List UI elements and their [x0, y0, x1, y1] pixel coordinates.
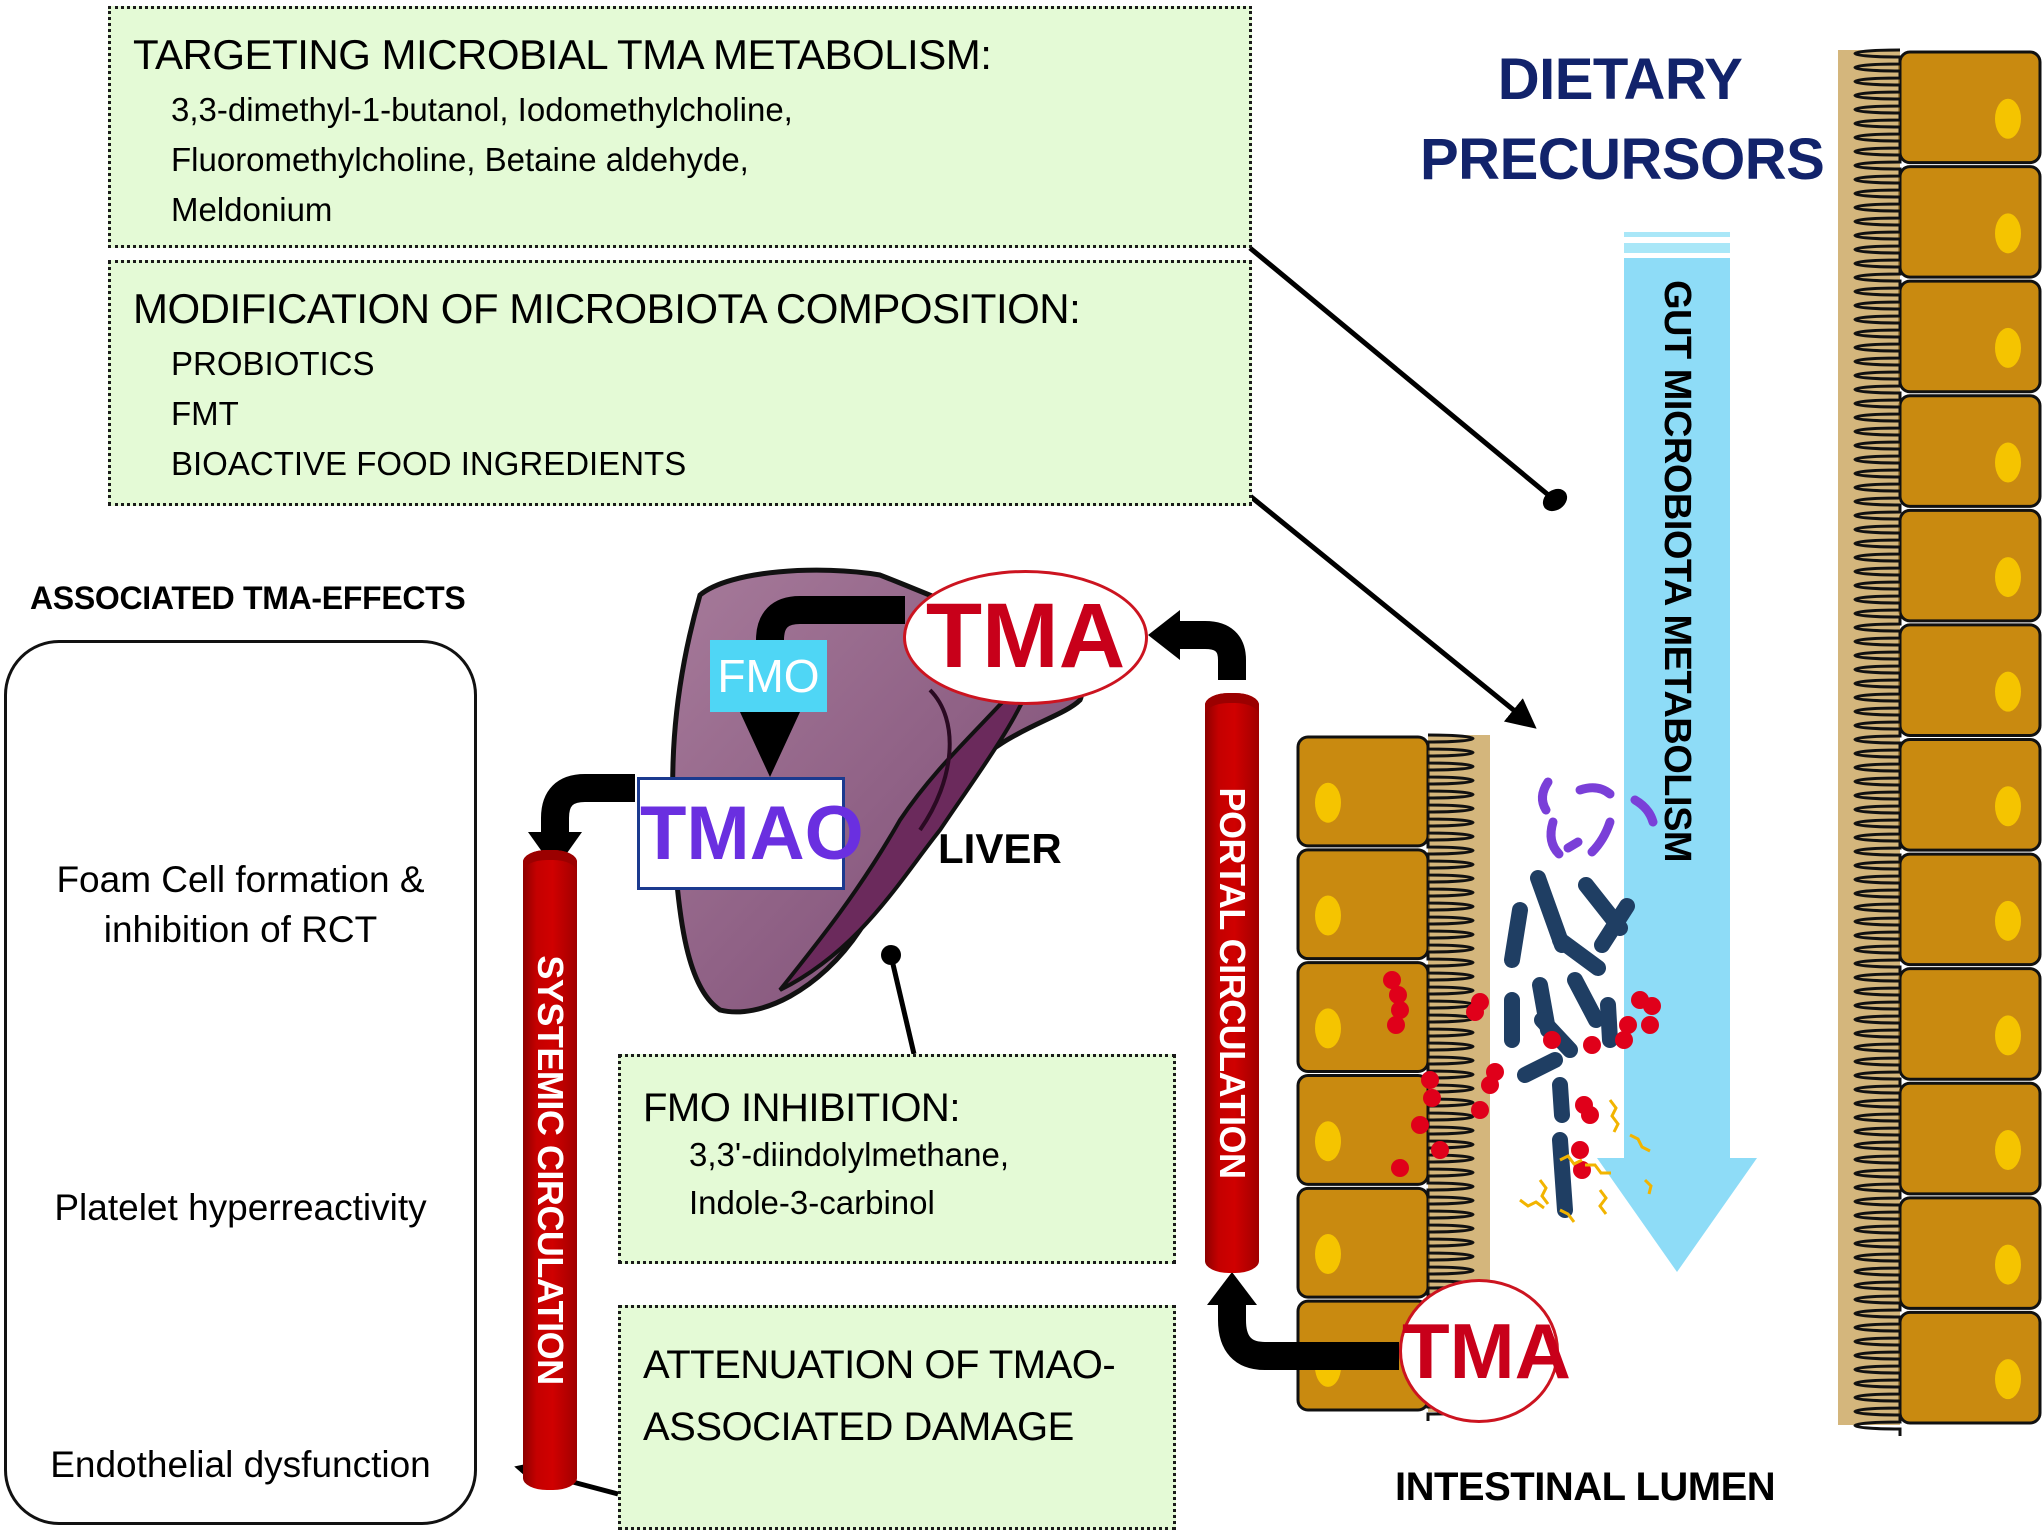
cell-nucleus — [1315, 895, 1341, 936]
cell-nucleus — [1995, 98, 2021, 139]
epithelial-cell — [1898, 1310, 2042, 1425]
cell-nucleus — [1995, 1130, 2021, 1170]
epithelial-cell — [1898, 165, 2042, 279]
gut-metabolism-label: GUT MICROBIOTA METABOLISM — [1656, 280, 1698, 863]
dietary-line: DIETARY — [1497, 47, 1743, 112]
note-item: Fluoromethylcholine, Betaine aldehyde, — [171, 141, 749, 179]
microbiota-modification-note: MODIFICATION OF MICROBIOTA COMPOSITION: … — [108, 260, 1252, 506]
flow-arrowheads — [528, 610, 1257, 1305]
cell-nucleus — [1995, 557, 2021, 598]
targeting-tma-metabolism-note: TARGETING MICROBIAL TMA METABOLISM: 3,3-… — [108, 6, 1252, 248]
gut-metabolism-arrow — [1597, 232, 1757, 1272]
systemic-circulation-label: SYSTEMIC CIRCULATION — [530, 955, 571, 1385]
cell-nucleus — [1995, 671, 2021, 712]
right-epithelium — [1838, 48, 2042, 1436]
note-item: BIOACTIVE FOOD INGREDIENTS — [171, 445, 687, 483]
bacteria-cluster — [1383, 777, 1661, 1223]
epithelial-cell — [1898, 623, 2042, 738]
inhibition-ends — [881, 488, 1568, 965]
precursors-line: PRECURSORS — [1420, 127, 1825, 192]
effect-label: inhibition of RCT — [103, 909, 378, 950]
tmao-node: TMAO — [637, 777, 864, 890]
effect-endothelial: Endothelial dysfunction — [50, 1444, 431, 1485]
intestinal-lumen-label: INTESTINAL LUMEN — [1395, 1465, 1776, 1509]
effects-title: ASSOCIATED TMA-EFFECTS — [30, 580, 466, 616]
portal-circulation-vessel: PORTAL CIRCULATION — [1205, 693, 1259, 1273]
cell-nucleus — [1315, 1121, 1341, 1162]
cell-nucleus — [1995, 900, 2021, 941]
cell-nucleus — [1315, 1234, 1341, 1275]
epithelial-cell — [1898, 1196, 2042, 1310]
cell-nucleus — [1995, 1015, 2021, 1056]
fmo-inhibition-note: FMO INHIBITION: 3,3'-diindolylmethane, I… — [618, 1054, 1176, 1264]
epithelial-cell — [1898, 738, 2042, 852]
note-item: Meldonium — [171, 191, 333, 229]
cell-nucleus — [1995, 442, 2021, 483]
note-title: MODIFICATION OF MICROBIOTA COMPOSITION: — [133, 285, 1081, 332]
note-title: TARGETING MICROBIAL TMA METABOLISM: — [133, 31, 992, 78]
cell-nucleus — [1995, 786, 2021, 827]
note-item: Indole-3-carbinol — [689, 1184, 935, 1221]
dietary-precursors-label: DIETARY PRECURSORS — [1420, 40, 1825, 200]
fmo-enzyme-badge: FMO — [710, 640, 827, 712]
liver-label: LIVER — [938, 825, 1062, 872]
cell-nucleus — [1995, 1359, 2021, 1400]
systemic-circulation-vessel: SYSTEMIC CIRCULATION — [523, 850, 577, 1490]
epithelial-cell — [1898, 1081, 2042, 1196]
portal-circulation-label: PORTAL CIRCULATION — [1212, 787, 1253, 1179]
epithelial-cell — [1898, 50, 2042, 165]
tma-liver-node: TMA — [903, 570, 1148, 705]
note-title: FMO INHIBITION: — [643, 1086, 960, 1130]
note-item: 3,3-dimethyl-1-butanol, Iodomethylcholin… — [171, 91, 793, 129]
epithelial-cell — [1898, 508, 2042, 623]
epithelial-cell — [1898, 279, 2042, 394]
attenuation-note: ATTENUATION OF TMAO-ASSOCIATED DAMAGE — [618, 1305, 1176, 1530]
flow-arrows — [541, 596, 1399, 1370]
note-title: ATTENUATION OF TMAO-ASSOCIATED DAMAGE — [643, 1343, 1116, 1449]
effect-foam-cell: Foam Cell formation & inhibition of RCT — [4, 855, 477, 955]
tma-gut-node: TMA — [1399, 1279, 1571, 1423]
microvilli — [1853, 48, 1902, 1436]
epithelial-cell — [1898, 852, 2042, 967]
note-item: FMT — [171, 395, 239, 433]
cell-nucleus — [1995, 213, 2021, 254]
effect-label: Foam Cell formation & — [56, 859, 425, 900]
cell-nucleus — [1995, 327, 2021, 368]
note-item: 3,3'-diindolylmethane, — [689, 1136, 1009, 1173]
cell-nucleus — [1995, 1244, 2021, 1285]
epithelial-cell — [1898, 967, 2042, 1081]
cell-nucleus — [1315, 1008, 1341, 1049]
effect-platelet: Platelet hyperreactivity — [54, 1187, 427, 1228]
note-item: PROBIOTICS — [171, 345, 375, 383]
cell-nucleus — [1315, 782, 1341, 823]
epithelial-cell — [1898, 394, 2042, 508]
effects-panel — [4, 640, 477, 1525]
